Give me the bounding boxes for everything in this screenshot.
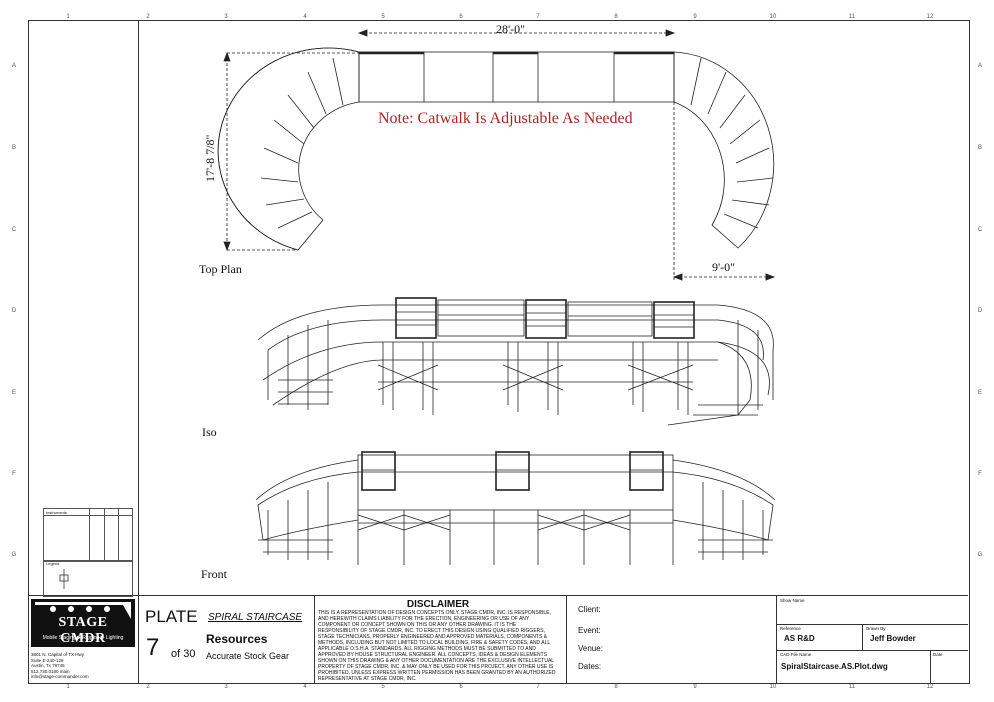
width-dimension: 28'-0" <box>496 22 526 36</box>
top-plan-label: Top Plan <box>199 262 242 276</box>
ruler-column-3: 3 <box>224 684 228 690</box>
ruler-column-1: 1 <box>66 684 70 690</box>
ruler-column-11: 11 <box>848 684 856 690</box>
ruler-row-F: F <box>12 471 16 477</box>
ruler-column-10: 10 <box>769 14 777 20</box>
ruler-column-2: 2 <box>146 684 150 690</box>
reference-value: AS R&D <box>784 634 815 643</box>
ruler-column-7: 7 <box>536 14 540 20</box>
legend-symbol-icon <box>59 569 69 589</box>
ruler-column-7: 7 <box>536 684 540 690</box>
ruler-row-C: C <box>977 227 983 233</box>
instruments-table: Instruments <box>43 508 133 562</box>
plate-total: of 30 <box>171 648 196 660</box>
ruler-column-6: 6 <box>459 684 463 690</box>
logo-lights-icon <box>35 602 131 619</box>
iso-label: Iso <box>202 425 217 439</box>
logo-text: STAGE CMDR <box>58 615 108 646</box>
left-ruler: A B C D E F G <box>0 0 28 702</box>
front-view <box>255 451 776 565</box>
legend-box: Legend <box>43 560 133 597</box>
date-label: Date <box>933 652 943 657</box>
ruler-row-E: E <box>11 390 16 396</box>
resources-label: Resources <box>206 632 268 646</box>
project-title: SPIRAL STAIRCASE <box>208 612 303 623</box>
ruler-row-D: D <box>11 308 17 314</box>
dates-label: Dates: <box>578 662 602 671</box>
ruler-column-12: 12 <box>926 14 934 20</box>
ruler-column-6: 6 <box>459 14 463 20</box>
ruler-row-D: D <box>977 308 983 314</box>
show-name-label: Show Name <box>780 598 805 603</box>
plate-number: 7 <box>146 634 160 661</box>
plate-label: PLATE <box>145 607 198 626</box>
ruler-row-E: E <box>977 390 982 396</box>
ruler-column-2: 2 <box>146 14 150 20</box>
disclaimer: DISCLAIMER THIS IS A REPRESENTATION OF D… <box>318 599 558 682</box>
ruler-row-C: C <box>11 227 17 233</box>
ruler-column-8: 8 <box>614 14 618 20</box>
ruler-row-G: G <box>977 552 983 558</box>
iso-view <box>257 297 774 426</box>
client-label: Client: <box>578 605 601 614</box>
stage-cmdr-logo: STAGE CMDR Mobile Staging ▶ Rigging ▶ Li… <box>31 599 135 647</box>
top-plan-view <box>217 29 776 281</box>
ruler-column-9: 9 <box>693 684 697 690</box>
ruler-row-B: B <box>11 145 16 151</box>
radius-dimension: 9'-0" <box>712 260 736 274</box>
title-block: STAGE CMDR Mobile Staging ▶ Rigging ▶ Li… <box>28 595 968 683</box>
disclaimer-text: THIS IS A REPRESENTATION OF DESIGN CONCE… <box>318 610 556 682</box>
company-address: 3801 N. Capital of TX Hwy Suite E-240-12… <box>31 652 89 679</box>
ruler-column-12: 12 <box>926 684 934 690</box>
ruler-column-8: 8 <box>614 684 618 690</box>
ruler-column-4: 4 <box>303 684 307 690</box>
ruler-row-A: A <box>977 63 982 69</box>
ruler-row-F: F <box>978 471 982 477</box>
ruler-column-5: 5 <box>381 14 385 20</box>
ruler-row-A: A <box>11 63 16 69</box>
right-ruler: A B C D E F G <box>968 0 994 702</box>
ruler-column-5: 5 <box>381 684 385 690</box>
front-label: Front <box>201 567 228 581</box>
subtitle: Accurate Stock Gear <box>206 651 290 661</box>
ruler-column-4: 4 <box>303 14 307 20</box>
event-label: Event: <box>578 626 601 635</box>
ruler-row-G: G <box>11 552 17 558</box>
ruler-column-9: 9 <box>693 14 697 20</box>
disclaimer-title: DISCLAIMER <box>406 599 470 610</box>
ruler-column-10: 10 <box>769 684 777 690</box>
left-panel: Instruments Legend <box>28 20 139 597</box>
instruments-label: Instruments <box>46 510 67 515</box>
legend-label: Legend <box>46 561 60 566</box>
ruler-column-11: 11 <box>848 14 856 20</box>
venue-label: Venue: <box>578 644 603 653</box>
drawn-by-value: Jeff Bowder <box>870 634 916 643</box>
logo-tagline: Mobile Staging ▶ Rigging ▶ Lighting <box>42 635 124 641</box>
drawn-by-label: Drawn By <box>866 626 886 631</box>
ruler-column-1: 1 <box>66 14 70 20</box>
catwalk-note: Note: Catwalk Is Adjustable As Needed <box>378 110 633 127</box>
drawing-canvas <box>217 29 776 565</box>
cad-file-label: CAD File Name <box>780 652 812 657</box>
ruler-row-B: B <box>977 145 982 151</box>
ruler-column-3: 3 <box>224 14 228 20</box>
cad-file-value: SpiralStaircase.AS.Plot.dwg <box>781 662 888 671</box>
reference-label: Reference <box>780 626 801 631</box>
drawing-sheet <box>28 20 970 684</box>
height-dimension: 17'-8 7/8" <box>203 134 217 182</box>
